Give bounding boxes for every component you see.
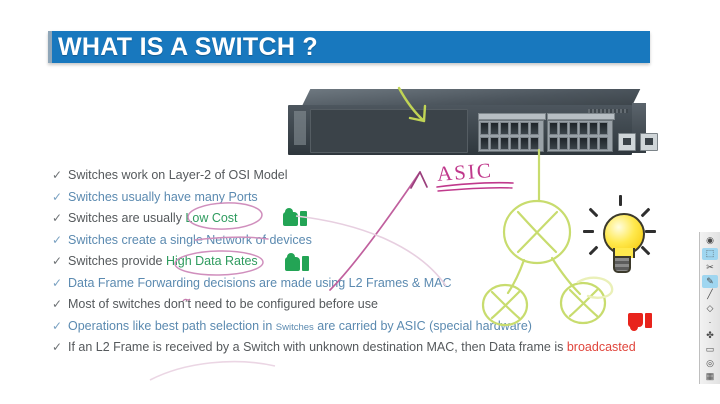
checkmark-icon: ✓	[52, 318, 63, 333]
ethernet-port	[589, 122, 598, 135]
checkmark-icon: ✓	[52, 211, 63, 225]
ethernet-port	[579, 137, 588, 150]
bullet-text: Switches work on Layer-2 of OSI Model	[68, 168, 288, 182]
thumbs-up-icon	[285, 253, 311, 273]
ethernet-port	[579, 122, 588, 135]
annotation-toolbar[interactable]: ◉ ⬚✂✎╱ ◇ · ✤ ▭ ◎ ▦	[699, 232, 720, 384]
checkmark-icon: ✓	[52, 275, 63, 290]
switch-port-row	[480, 137, 542, 150]
checkmark-icon: ✓	[52, 232, 63, 247]
select-tool[interactable]: ⬚	[702, 247, 718, 261]
lightbulb-ray	[645, 230, 656, 233]
ethernet-port	[559, 137, 568, 150]
ethernet-port	[530, 137, 539, 150]
bullet-item: ✓ If an L2 Frame is received by a Switch …	[52, 337, 698, 359]
page-title: WHAT IS A SWITCH ?	[58, 33, 318, 61]
bullet-text: Switches are usually	[68, 211, 186, 225]
clear-all-tool[interactable]: ◎	[706, 357, 714, 368]
lightbulb-screw-base	[613, 256, 631, 273]
bullet-text: Switches	[275, 321, 314, 333]
ethernet-port	[549, 122, 558, 135]
bullet-text: are carried by ASIC (special hardware)	[313, 318, 532, 333]
lightbulb-neck	[613, 248, 635, 258]
ethernet-port	[599, 137, 608, 150]
bullet-text: Most of switches don’t need to be config…	[68, 297, 378, 311]
title-banner-edge	[48, 31, 52, 63]
lightbulb-ray	[640, 207, 651, 218]
text-box-tool[interactable]: ▭	[705, 343, 715, 354]
ethernet-port	[589, 137, 598, 150]
lightbulb-ray	[588, 245, 599, 256]
laser-pointer-tool[interactable]: ◉	[706, 234, 714, 245]
switch-chassis-top	[302, 89, 641, 106]
bullet-text: High Data Rates	[165, 254, 258, 268]
bullet-item: ✓ Most of switches don’t need to be confi…	[52, 294, 698, 316]
bullet-item: ✓ Switches create a single Network of dev…	[52, 230, 698, 252]
checkmark-icon: ✓	[52, 297, 63, 311]
checkmark-icon: ✓	[52, 168, 63, 182]
lightbulb-icon	[583, 195, 657, 283]
ethernet-port	[569, 137, 578, 150]
bullet-text: Operations like best path selection in	[68, 318, 276, 333]
ethernet-port	[520, 137, 529, 150]
asic-handwritten-label: ASIC	[436, 158, 494, 186]
bullet-text: If an L2 Frame is received by a Switch w…	[68, 340, 567, 354]
ethernet-port	[500, 137, 509, 150]
ethernet-port	[490, 137, 499, 150]
switch-port-row	[549, 122, 611, 135]
switch-brand-label	[294, 111, 306, 145]
bullet-text: Low Cost	[185, 211, 238, 225]
ethernet-port	[549, 137, 558, 150]
switch-vent-grille	[588, 109, 628, 113]
switch-port-row	[549, 137, 611, 150]
switch-led-strip	[547, 113, 615, 120]
bullet-list: ✓ Switches work on Layer-2 of OSI Model ✓ S…	[52, 165, 698, 359]
checkmark-icon: ✓	[52, 254, 63, 268]
eraser-tool[interactable]: ✂	[706, 262, 714, 273]
bullet-text: Switches provide	[68, 254, 166, 268]
bullet-item: ✓ Switches usually have many Ports	[52, 187, 698, 209]
checkmark-icon: ✓	[52, 189, 63, 204]
lightbulb-ray	[640, 245, 651, 256]
switch-led-strip	[478, 113, 546, 120]
pink-bottom-arc	[149, 360, 276, 381]
bullet-text: Switches create a single Network of devi…	[68, 232, 312, 247]
ethernet-port	[480, 122, 489, 135]
shape-tool[interactable]: ◇	[706, 303, 714, 314]
ethernet-port	[510, 137, 519, 150]
color-palette-tool[interactable]: ▦	[705, 371, 715, 382]
ethernet-port	[500, 122, 509, 135]
highlighter-tool[interactable]: ✎	[702, 274, 718, 288]
ethernet-port	[530, 122, 539, 135]
line-width-tool[interactable]: ·	[708, 317, 712, 328]
ethernet-port	[599, 122, 608, 135]
thumbs-down-icon	[628, 311, 654, 331]
bullet-item: ✓ Switches work on Layer-2 of OSI Model	[52, 165, 698, 187]
thumbs-up-icon	[283, 208, 309, 228]
pen-tool[interactable]: ╱	[707, 289, 713, 300]
bullet-text: Switches usually have many Ports	[68, 189, 258, 204]
lightbulb-ray	[588, 207, 599, 218]
lightbulb-ray	[583, 230, 594, 233]
switch-port-row	[480, 122, 542, 135]
ethernet-port	[480, 137, 489, 150]
switch-front-bezel	[310, 109, 468, 153]
switch-port-bank	[547, 120, 613, 152]
bullet-item: ✓Operations like best path selection in …	[52, 316, 698, 338]
network-switch-photo	[288, 89, 658, 161]
stamp-tool[interactable]: ✤	[706, 330, 714, 341]
checkmark-icon: ✓	[52, 340, 63, 354]
uplink-port	[640, 133, 658, 151]
title-banner	[48, 31, 650, 63]
ethernet-port	[520, 122, 529, 135]
ethernet-port	[559, 122, 568, 135]
ethernet-port	[569, 122, 578, 135]
lightbulb-ray	[619, 195, 622, 206]
ethernet-port	[510, 122, 519, 135]
uplink-port	[618, 133, 636, 151]
bullet-text: Data Frame Forwarding decisions are made…	[68, 275, 452, 290]
switch-port-bank	[478, 120, 544, 152]
bullet-text: broadcasted	[566, 340, 636, 354]
ethernet-port	[490, 122, 499, 135]
